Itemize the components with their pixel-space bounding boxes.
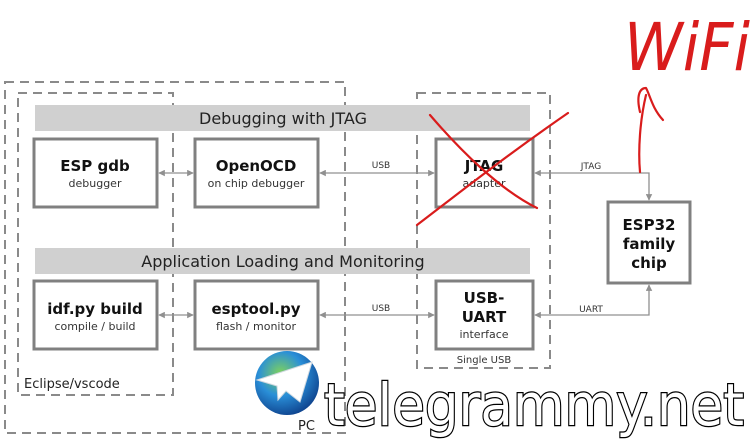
block-subtitle: debugger	[69, 177, 122, 190]
handwritten-annotation: WiFi	[415, 9, 751, 227]
loading-title: Application Loading and Monitoring	[141, 252, 424, 271]
handwritten-wifi-text: WiFi	[624, 9, 751, 86]
usb-uart-block: USB- UART interface	[434, 279, 535, 351]
block-subtitle: interface	[459, 328, 508, 341]
esptool-block: esptool.py flash / monitor	[193, 279, 320, 351]
chip-title: ESP32	[623, 216, 676, 234]
uart-chip-link	[534, 284, 653, 319]
block-title: JTAG	[464, 157, 504, 175]
esp-gdb-block: ESP gdb debugger	[32, 137, 159, 209]
block-title: USB-	[464, 289, 505, 307]
usb-top-label: USB	[372, 161, 390, 171]
block-title: OpenOCD	[216, 157, 297, 175]
jtag-link-label: JTAG	[580, 162, 601, 172]
idf-build-block: idf.py build compile / build	[32, 279, 159, 351]
pc-label: PC	[298, 419, 315, 434]
jtag-chip-link	[534, 169, 653, 201]
block-title: UART	[462, 308, 507, 326]
openocd-block: OpenOCD on chip debugger	[193, 137, 320, 209]
watermark: telegrammy.net	[255, 351, 745, 440]
paper-plane-icon	[255, 361, 313, 403]
loading-bar	[35, 248, 530, 274]
cross-out-stroke	[428, 113, 539, 210]
usb-bottom-label: USB	[372, 304, 390, 314]
chip-title: chip	[631, 254, 667, 272]
block-subtitle: on chip debugger	[208, 177, 305, 190]
uart-link-label: UART	[579, 305, 603, 315]
block-title: esptool.py	[212, 300, 301, 318]
cross-out-stroke	[415, 111, 570, 227]
single-usb-group	[416, 92, 551, 369]
block-subtitle: flash / monitor	[216, 320, 297, 333]
ide-group	[17, 92, 174, 396]
esp32-chip-block: ESP32 family chip	[606, 200, 692, 285]
ide-label: Eclipse/vscode	[24, 377, 120, 392]
block-title: ESP gdb	[60, 157, 130, 175]
block-title: idf.py build	[47, 300, 142, 318]
red-arrow-icon	[638, 93, 648, 174]
single-usb-label: Single USB	[457, 355, 512, 366]
debugging-title: Debugging with JTAG	[199, 109, 367, 128]
block-subtitle: compile / build	[54, 320, 135, 333]
watermark-text: telegrammy.net	[324, 371, 744, 439]
debugging-bar	[35, 105, 530, 131]
red-arrow-head	[637, 86, 665, 122]
chip-title: family	[623, 235, 676, 253]
